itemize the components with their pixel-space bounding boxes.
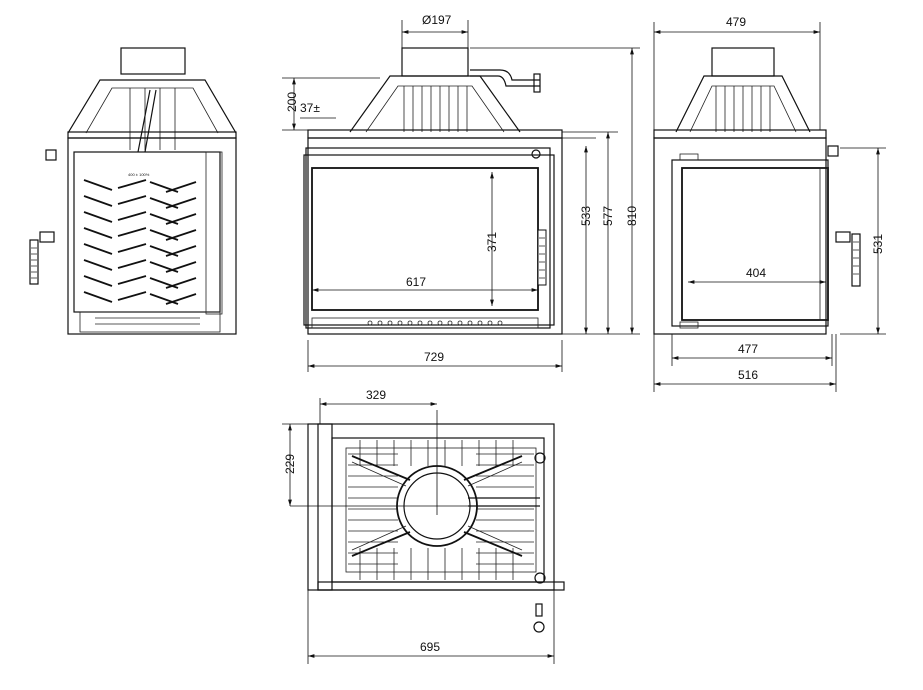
dim-side-total-width: 516 [738, 368, 758, 382]
vent-hole [437, 320, 443, 326]
herringbone-bar [149, 293, 179, 305]
herringbone-bar [149, 261, 179, 273]
dim-flue-height: 200 [285, 92, 299, 112]
herringbone-bar [165, 181, 197, 193]
vent-hole [487, 320, 493, 326]
dim-plan-flue-x: 329 [366, 388, 386, 402]
dim-plan-flue-y: 229 [283, 454, 297, 474]
herringbone-bar [117, 291, 147, 301]
vent-hole [467, 320, 473, 326]
herringbone-bar [149, 213, 179, 225]
vent-hole [367, 320, 373, 326]
dim-front-glass-height: 371 [485, 232, 499, 252]
vent-hole [377, 320, 383, 326]
herringbone-bar [83, 211, 113, 223]
dimension-labels: Ø197 200 37± 617 371 729 533 577 810 479… [283, 13, 885, 654]
herringbone-bar [149, 197, 179, 209]
herringbone-bar [83, 291, 113, 303]
dim-height-with-collar: 577 [601, 206, 615, 226]
herringbone-bar [149, 229, 179, 241]
herringbone-bar [117, 195, 147, 205]
herringbone-bar [117, 179, 147, 189]
vent-hole [447, 320, 453, 326]
dim-flue-diameter: Ø197 [422, 13, 452, 27]
herringbone-bar [117, 227, 147, 237]
dim-body-height: 533 [579, 206, 593, 226]
herringbone-bar [149, 277, 179, 289]
vent-hole [417, 320, 423, 326]
dim-front-width: 729 [424, 350, 444, 364]
side-view [653, 47, 861, 335]
herringbone-bar [83, 275, 113, 287]
herringbone-bar [83, 179, 113, 191]
herringbone-bar [117, 243, 147, 253]
vent-hole [407, 320, 413, 326]
rear-view: 400 ± 100% [29, 47, 237, 335]
herringbone-bar [83, 227, 113, 239]
dim-side-top-width: 479 [726, 15, 746, 29]
plan-view [290, 410, 565, 633]
herringbone-bar [117, 259, 147, 269]
vent-hole [397, 320, 403, 326]
herringbone-bar [165, 229, 197, 241]
vent-hole [497, 320, 503, 326]
herringbone-bar [165, 261, 197, 273]
vent-hole [477, 320, 483, 326]
herringbone-bar [165, 245, 197, 257]
herringbone-bar [165, 213, 197, 225]
dim-plan-width: 695 [420, 640, 440, 654]
dim-side-inner-width: 404 [746, 266, 766, 280]
dim-side-width: 477 [738, 342, 758, 356]
herringbone-bar [117, 211, 147, 221]
vent-hole [387, 320, 393, 326]
herringbone-bar [83, 243, 113, 255]
herringbone-bar [165, 197, 197, 209]
dim-top-offset: 37± [300, 101, 320, 115]
dim-front-inner-width: 617 [406, 275, 426, 289]
label-plate: 400 ± 100% [128, 172, 150, 177]
herringbone-bar [165, 293, 197, 305]
herringbone-bar [117, 275, 147, 285]
herringbone-bar [165, 277, 197, 289]
dim-side-height: 531 [871, 234, 885, 254]
vent-hole [427, 320, 433, 326]
dimension-lines [282, 20, 886, 664]
herringbone-bar [83, 259, 113, 271]
front-view [303, 47, 563, 335]
vent-hole [457, 320, 463, 326]
herringbone-bar [149, 245, 179, 257]
dim-total-height: 810 [625, 206, 639, 226]
herringbone-bar [83, 195, 113, 207]
herringbone-bar [149, 181, 179, 193]
herringbone-pattern [83, 179, 197, 305]
